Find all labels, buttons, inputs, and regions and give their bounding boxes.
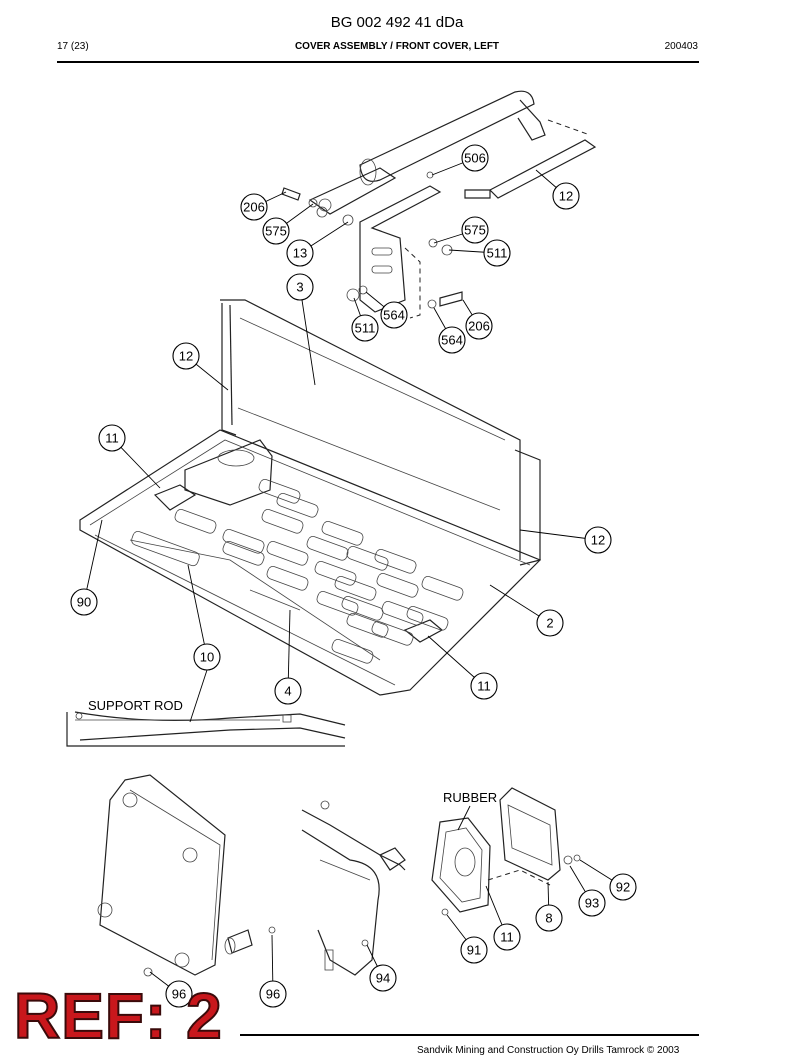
callout-506: 506	[461, 144, 489, 172]
cover-slot	[374, 549, 417, 574]
callout-4: 4	[274, 677, 302, 705]
svg-text:10: 10	[200, 650, 214, 665]
cover-slot	[266, 566, 309, 591]
document-date: 200403	[664, 41, 698, 52]
svg-text:12: 12	[559, 189, 573, 204]
svg-text:511: 511	[355, 321, 376, 336]
cover-slot	[222, 541, 265, 566]
svg-text:575: 575	[464, 223, 486, 238]
cover-slot	[174, 509, 217, 534]
svg-text:12: 12	[179, 349, 193, 364]
svg-text:564: 564	[441, 333, 463, 348]
svg-text:96: 96	[266, 987, 280, 1002]
svg-text:564: 564	[383, 308, 405, 323]
callout-575: 575	[262, 217, 290, 245]
svg-text:93: 93	[585, 896, 599, 911]
cover-slot	[346, 546, 389, 571]
cover-slot	[306, 536, 349, 561]
svg-text:206: 206	[243, 200, 265, 215]
rubber-label: RUBBER	[443, 790, 497, 805]
callout-575: 575	[461, 216, 489, 244]
cover-slot	[276, 493, 319, 518]
callout-90: 90	[70, 588, 98, 616]
svg-text:12: 12	[591, 533, 605, 548]
callout-564: 564	[380, 301, 408, 329]
cover-slot	[341, 596, 384, 621]
front-cover-panel	[79, 299, 542, 696]
callout-11: 11	[493, 923, 521, 951]
cover-slot	[406, 606, 449, 631]
cover-slot	[376, 573, 419, 598]
header-rule	[57, 61, 699, 63]
svg-text:3: 3	[296, 280, 303, 295]
corner-detail	[301, 800, 406, 976]
section-title: COVER ASSEMBLY / FRONT COVER, LEFT	[294, 41, 500, 52]
ref-stamp: REF: 2	[13, 980, 223, 1052]
callout-564: 564	[438, 326, 466, 354]
svg-text:96: 96	[172, 987, 186, 1002]
callout-206: 206	[465, 312, 493, 340]
footer-copyright: Sandvik Mining and Construction Oy Drill…	[417, 1045, 680, 1056]
svg-text:91: 91	[467, 943, 481, 958]
callout-3: 3	[286, 273, 314, 301]
svg-text:2: 2	[546, 616, 553, 631]
page-count: 17 (23)	[57, 41, 89, 52]
cover-slot	[334, 576, 377, 601]
footer-rule	[240, 1034, 699, 1036]
lock-rubber-detail	[431, 787, 581, 916]
svg-text:90: 90	[77, 595, 91, 610]
cover-slot	[314, 561, 357, 586]
hinge-arm-assembly	[281, 90, 597, 319]
callout-511: 511	[483, 239, 511, 267]
cover-slot	[381, 601, 424, 626]
callout-13: 13	[286, 239, 314, 267]
callout-10: 10	[193, 643, 221, 671]
cover-slot	[321, 521, 364, 546]
callout-92: 92	[609, 873, 637, 901]
callout-96: 96	[259, 980, 287, 1008]
svg-text:11: 11	[500, 930, 514, 945]
cover-slot	[266, 541, 309, 566]
callout-11: 11	[470, 672, 498, 700]
callout-511: 511	[351, 314, 379, 342]
side-panel-detail	[97, 774, 276, 977]
callout-12: 12	[584, 526, 612, 554]
support-rod-detail	[66, 711, 346, 747]
callout-91: 91	[460, 936, 488, 964]
svg-text:11: 11	[105, 431, 119, 446]
svg-text:11: 11	[477, 679, 491, 694]
callout-8: 8	[535, 904, 563, 932]
cover-slot	[346, 613, 389, 638]
cover-slot	[371, 621, 414, 646]
cover-slot	[331, 639, 374, 664]
document-title: BG 002 492 41 dDa	[330, 14, 464, 31]
svg-text:94: 94	[376, 971, 390, 986]
callout-96: 96	[165, 980, 193, 1008]
cover-slot	[316, 591, 359, 616]
cover-slot	[421, 576, 464, 601]
svg-text:13: 13	[293, 246, 307, 261]
cover-slot	[222, 529, 265, 554]
callout-206: 206	[240, 193, 268, 221]
svg-text:4: 4	[284, 684, 291, 699]
cover-slots	[131, 479, 464, 664]
support-rod-label: SUPPORT ROD	[88, 698, 183, 713]
callout-93: 93	[578, 889, 606, 917]
svg-text:506: 506	[464, 151, 486, 166]
svg-text:8: 8	[545, 911, 552, 926]
cover-slot	[131, 531, 200, 567]
callout-12: 12	[552, 182, 580, 210]
svg-text:575: 575	[265, 224, 287, 239]
svg-text:206: 206	[468, 319, 490, 334]
callout-2: 2	[536, 609, 564, 637]
cover-slot	[258, 479, 301, 504]
cover-slot	[261, 509, 304, 534]
callout-11: 11	[98, 424, 126, 452]
callout-12: 12	[172, 342, 200, 370]
svg-text:92: 92	[616, 880, 630, 895]
svg-text:511: 511	[487, 246, 508, 261]
callout-94: 94	[369, 964, 397, 992]
